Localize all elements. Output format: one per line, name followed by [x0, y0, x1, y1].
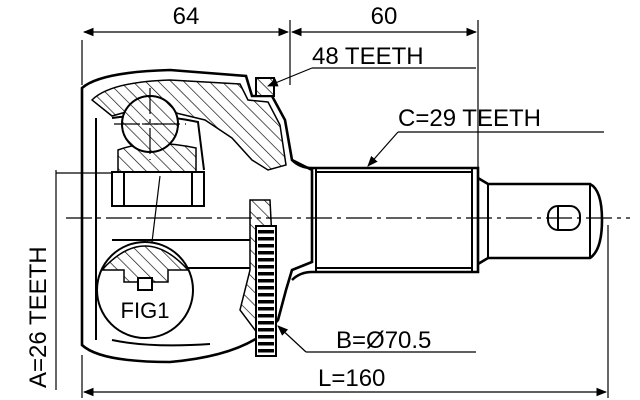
abs-ring-tooth — [258, 335, 274, 339]
overall-length-text: L=160 — [318, 365, 385, 392]
abs-ring-tooth — [258, 244, 274, 248]
dim-60-text: 60 — [371, 3, 398, 30]
abs-ring-tooth — [258, 342, 274, 346]
ball-top — [114, 88, 186, 160]
abs-ring-tooth — [258, 293, 274, 297]
abs-ring-tooth — [258, 258, 274, 262]
shaft-teeth-text: C=29 TEETH — [398, 105, 541, 132]
dimension-60 — [290, 20, 479, 178]
dimension-overall-length — [81, 225, 609, 398]
abs-ring-tooth — [258, 230, 274, 234]
abs-ring-tooth — [258, 314, 274, 318]
abs-ring-tooth — [258, 286, 274, 290]
fig1-detail: FIG1 — [96, 175, 194, 339]
fig1-label: FIG1 — [121, 298, 170, 323]
abs-ring-text: B=Ø70.5 — [336, 327, 431, 354]
abs-ring-tooth — [258, 300, 274, 304]
abs-ring-tooth — [258, 307, 274, 311]
abs-ring-tooth — [258, 265, 274, 269]
inner-teeth-text: A=26 TEETH — [25, 246, 52, 388]
stub-shaft — [291, 159, 604, 281]
dimension-64 — [81, 20, 291, 85]
abs-ring-tooth — [258, 328, 274, 332]
abs-ring-tooth — [258, 251, 274, 255]
abs-ring-tooth — [258, 349, 274, 353]
leader-shaft-teeth — [367, 131, 604, 167]
outer-teeth-notch — [255, 77, 275, 97]
abs-ring-tooth — [258, 272, 274, 276]
abs-ring-tooth — [258, 279, 274, 283]
outer-teeth-text: 48 TEETH — [312, 43, 424, 70]
abs-ring — [255, 225, 277, 357]
dim-64-text: 64 — [173, 3, 200, 30]
abs-ring-tooth — [258, 321, 274, 325]
abs-ring-tooth — [258, 237, 274, 241]
leader-abs — [277, 325, 476, 353]
leader-outer-teeth — [267, 67, 476, 87]
